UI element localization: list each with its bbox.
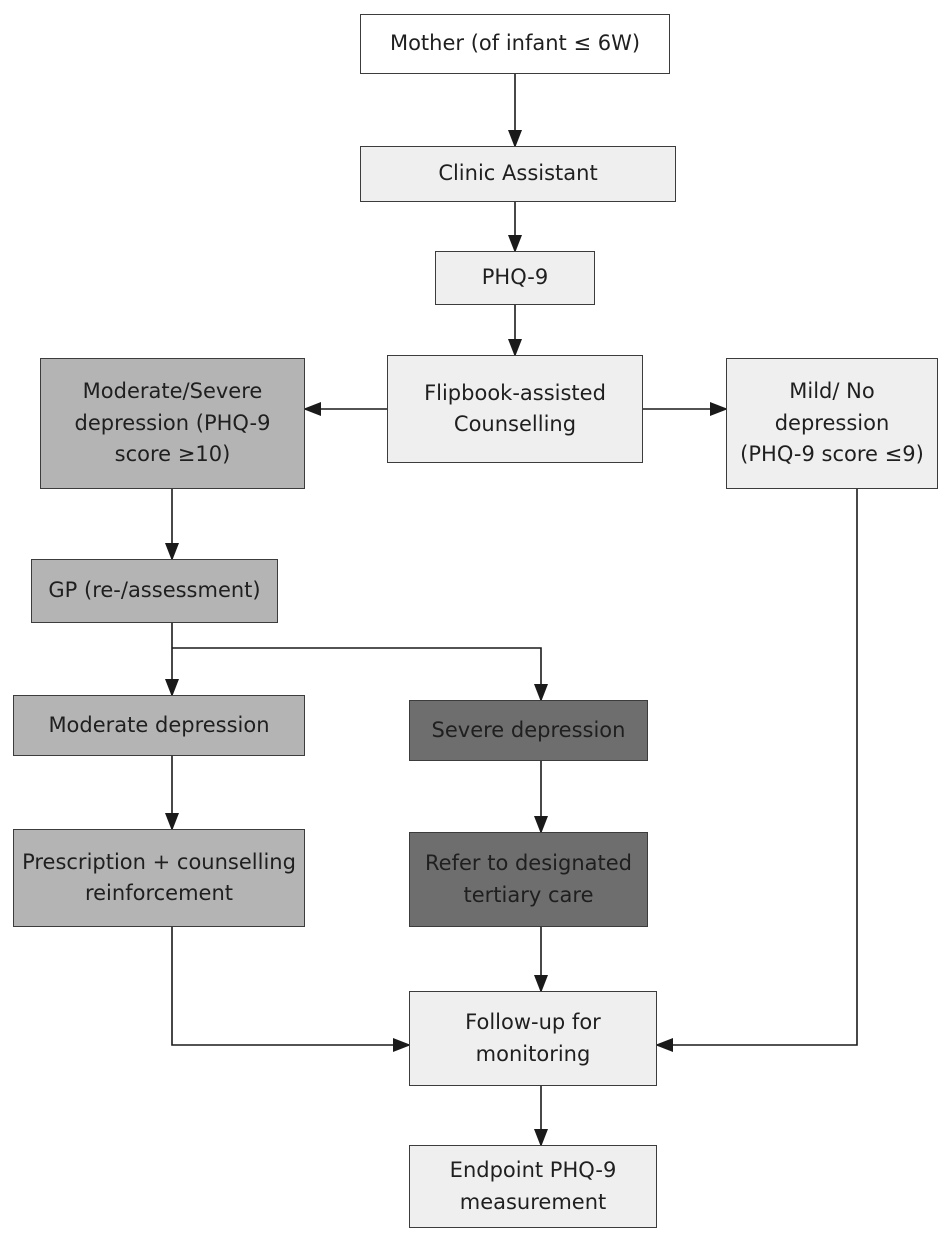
moderate-depression-label: Moderate depression <box>48 712 270 737</box>
moderate-depression-node: Moderate depression <box>13 695 305 756</box>
severe-depression-label: Severe depression <box>431 717 626 742</box>
mild-no-depression-label: Mild/ No depression (PHQ-9 score ≤9) <box>740 379 924 467</box>
clinic-assistant-label: Clinic Assistant <box>438 161 598 186</box>
arrow-prescription-to-followup <box>171 927 411 1052</box>
prescription-node: Prescription + counselling reinforcement <box>13 829 305 927</box>
phq9-node: PHQ-9 <box>435 251 595 305</box>
gp-assessment-node: GP (re-/assessment) <box>31 559 278 623</box>
severe-depression-node: Severe depression <box>409 700 648 761</box>
arrow-gp-to-severe <box>172 647 548 702</box>
clinic-assistant-node: Clinic Assistant <box>360 146 676 202</box>
mild-no-depression-node: Mild/ No depression (PHQ-9 score ≤9) <box>726 358 938 489</box>
follow-up-label: Follow-up for monitoring <box>465 1010 601 1066</box>
phq9-label: PHQ-9 <box>481 265 549 290</box>
moderate-severe-node: Moderate/Severe depression (PHQ-9 score … <box>40 358 305 489</box>
arrow-mild-no-to-followup <box>655 489 858 1052</box>
tertiary-care-node: Refer to designated tertiary care <box>409 832 648 927</box>
flipbook-counselling-node: Flipbook-assisted Counselling <box>387 355 643 463</box>
tertiary-care-label: Refer to designated tertiary care <box>425 851 632 907</box>
prescription-label: Prescription + counselling reinforcement <box>22 849 296 906</box>
endpoint-phq9-label: Endpoint PHQ-9 measurement <box>449 1158 617 1214</box>
flipbook-counselling-label: Flipbook-assisted Counselling <box>424 380 606 437</box>
follow-up-node: Follow-up for monitoring <box>409 991 657 1086</box>
moderate-severe-label: Moderate/Severe depression (PHQ-9 score … <box>74 379 271 467</box>
mother-node: Mother (of infant ≤ 6W) <box>360 14 670 74</box>
mother-label: Mother (of infant ≤ 6W) <box>389 31 641 56</box>
endpoint-phq9-node: Endpoint PHQ-9 measurement <box>409 1145 657 1228</box>
gp-assessment-label: GP (re-/assessment) <box>48 578 261 603</box>
